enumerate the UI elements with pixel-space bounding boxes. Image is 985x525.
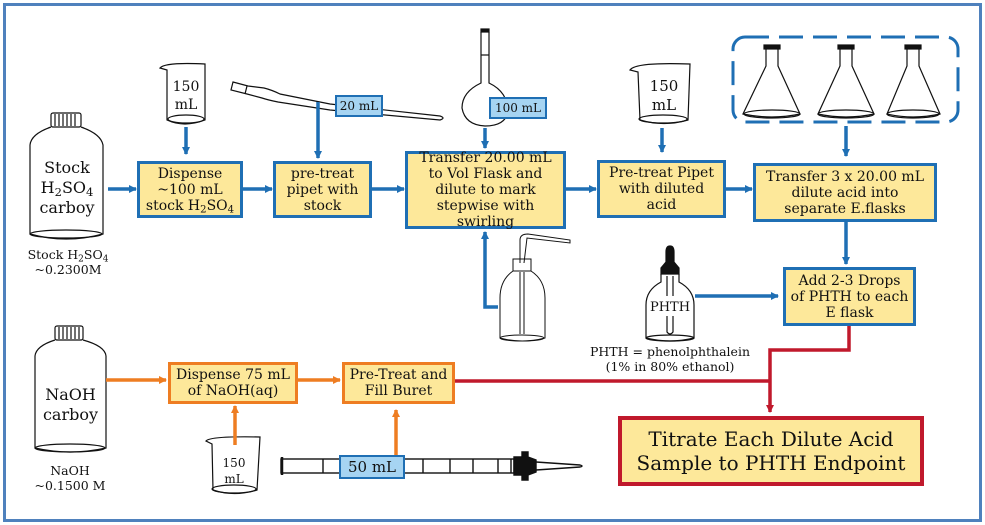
h2so4-concentration-caption: Stock H2SO4 ~0.2300M bbox=[27, 247, 109, 277]
step-transfer-3x: Transfer 3 x 20.00 mL dilute acid into s… bbox=[753, 163, 937, 222]
step-dispense-stock: Dispense ~100 mL stock H2SO4 bbox=[137, 161, 243, 218]
beaker-icon bbox=[205, 436, 261, 495]
naoh-carboy-icon bbox=[34, 325, 107, 453]
phth-bottle-label: PHTH bbox=[649, 300, 691, 315]
step-fill-buret: Pre-Treat and Fill Buret bbox=[342, 362, 455, 404]
diagram-frame bbox=[3, 3, 982, 522]
step-dispense-naoh: Dispense 75 mL of NaOH(aq) bbox=[168, 362, 298, 404]
step-add-phth: Add 2-3 Drops of PHTH to each E flask bbox=[783, 267, 916, 326]
step-transfer-and-dilute: Transfer 20.00 mL to Vol Flask and dilut… bbox=[405, 150, 566, 230]
erlenmeyer-flask-icon bbox=[817, 44, 875, 119]
vol-flask-volume-tag: 100 mL bbox=[489, 97, 547, 119]
dropper-bottle-icon bbox=[645, 245, 695, 342]
wash-bottle-icon bbox=[499, 233, 571, 342]
h2so4-carboy-label: Stock H2SO4 carboy bbox=[39, 158, 95, 217]
beaker-icon bbox=[629, 63, 691, 125]
buret-volume-tag: 50 mL bbox=[339, 455, 405, 479]
buret-icon bbox=[280, 451, 583, 481]
phth-caption: PHTH = phenolphthalein (1% in 80% ethano… bbox=[589, 344, 751, 374]
step-pretreat-pipet-dilute: Pre-treat Pipet with diluted acid bbox=[597, 160, 726, 218]
h2so4-carboy-icon bbox=[29, 112, 104, 240]
erlenmeyer-flask-icon bbox=[742, 44, 801, 119]
erlenmeyer-flask-icon bbox=[886, 44, 941, 119]
pipet-volume-tag: 20 mL bbox=[335, 95, 383, 117]
naoh-concentration-caption: NaOH~0.1500 M bbox=[34, 463, 106, 493]
beaker-icon bbox=[158, 62, 206, 125]
erlenmeyer-flasks-group bbox=[731, 35, 960, 124]
step-pretreat-pipet-stock: pre-treat pipet with stock bbox=[273, 161, 372, 218]
pipet-icon bbox=[230, 81, 444, 121]
step-titrate: Titrate Each Dilute Acid Sample to PHTH … bbox=[618, 416, 924, 486]
